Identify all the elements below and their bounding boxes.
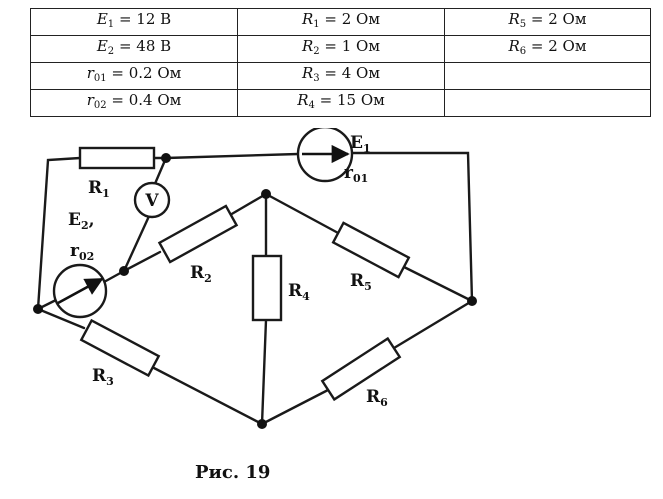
junction-node-b — [119, 266, 129, 276]
wire-r6-to-right-node — [392, 299, 474, 350]
table-cell: E2 = 48 В — [30, 35, 238, 63]
table-cell: R6 = 2 Ом — [444, 35, 651, 63]
label-r01: r01 — [344, 163, 368, 185]
table-row: E2 = 48 В R2 = 1 Ом R6 = 2 Ом — [30, 35, 651, 63]
table-cell: R1 = 2 Ом — [237, 8, 445, 36]
table-row: r02 = 0.4 Ом R4 = 15 Ом — [30, 89, 651, 117]
label-r3: R3 — [92, 366, 114, 388]
junction-node-a — [161, 153, 171, 163]
junction-node-d — [257, 419, 267, 429]
resistor-r3 — [79, 318, 161, 378]
junction-node-right — [467, 296, 477, 306]
parameters-table: E1 = 12 В R1 = 2 Ом R5 = 2 Ом E2 = 48 В … — [30, 8, 651, 117]
wire-node-a-to-e1 — [164, 152, 300, 160]
resistor-r6 — [320, 336, 402, 402]
label-r6: R6 — [366, 387, 388, 409]
table-cell: R3 = 4 Ом — [237, 62, 445, 90]
table-cell: R2 = 1 Ом — [237, 35, 445, 63]
wire-r2-to-node-c — [228, 192, 268, 217]
label-e2: E2, — [68, 210, 95, 232]
voltmeter-circle — [133, 181, 171, 219]
label-r4: R4 — [288, 281, 310, 303]
wire-r4-to-node-d — [260, 318, 268, 426]
label-e1: E1 — [350, 133, 371, 155]
table-cell — [444, 62, 651, 90]
junction-node-left — [33, 304, 43, 314]
table-cell: R5 = 2 Ом — [444, 8, 651, 36]
wire-node-a-to-voltmeter — [152, 156, 168, 188]
table-cell: r02 = 0.4 Ом — [30, 89, 238, 117]
wire-voltmeter-to-node-b — [122, 212, 152, 273]
label-r5: R5 — [350, 271, 372, 293]
label-r2: R2 — [190, 263, 212, 285]
table-row: E1 = 12 В R1 = 2 Ом R5 = 2 Ом — [30, 8, 651, 36]
label-r02: r02 — [70, 241, 94, 263]
circuit-diagram: R1 V E2, r02 E1 r01 R2 R4 R5 R3 R6 Рис. … — [33, 128, 477, 483]
resistor-r5 — [331, 221, 411, 279]
wire-r5-to-right-node — [400, 264, 474, 303]
wire-node-c-to-r5 — [264, 192, 342, 236]
wire-e1-to-right-node — [350, 151, 474, 303]
junction-node-c — [261, 189, 271, 199]
table-cell: E1 = 12 В — [30, 8, 238, 36]
wire-node-b-to-r2 — [122, 250, 162, 273]
table-row: r01 = 0.2 Ом R3 = 4 Ом — [30, 62, 651, 90]
figure-caption: Рис. 19 — [195, 462, 270, 483]
table-cell: r01 = 0.2 Ом — [30, 62, 238, 90]
source-e2-arrow — [57, 277, 104, 305]
wire-left-to-r3 — [36, 307, 86, 330]
table-cell: R4 = 15 Ом — [237, 89, 445, 117]
resistor-r1 — [78, 146, 156, 170]
circuit-figure: R1 V E2, r02 E1 r01 R2 R4 R5 R3 R6 Рис. … — [30, 128, 500, 490]
label-r1: R1 — [88, 178, 110, 200]
resistor-r2 — [157, 204, 239, 264]
table-cell — [444, 89, 651, 117]
wire-node-d-to-r6 — [260, 388, 330, 426]
wire-left-to-r1 — [36, 156, 82, 311]
resistor-r4 — [251, 254, 283, 322]
wire-r3-to-node-d — [152, 366, 264, 426]
label-voltmeter: V — [144, 191, 159, 211]
